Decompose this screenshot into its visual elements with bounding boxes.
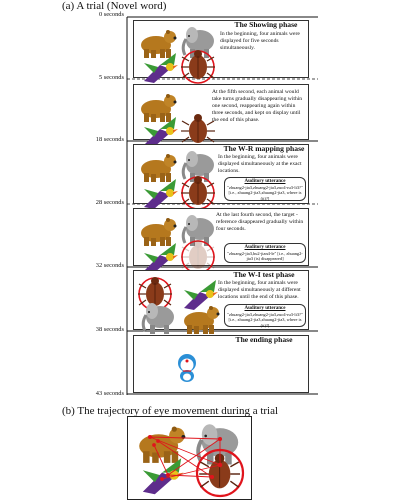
eye-trajectory-figure bbox=[127, 416, 252, 500]
showing-phase-title: The Showing phase bbox=[234, 20, 298, 29]
utterance-heading: Auditory utterance bbox=[244, 306, 286, 311]
panel-wr-1: The W-R mapping phase In the beginning, … bbox=[133, 144, 309, 210]
panel-showing-1: The Showing phase In the beginning, four… bbox=[133, 20, 309, 84]
gaze-trajectory-lines bbox=[147, 434, 223, 481]
ending-phase-title: The ending phase bbox=[235, 335, 293, 344]
utterance-text: "zhuang2-jia3,zhuang2-jia3,zuo4-ru3-li3?… bbox=[227, 312, 303, 328]
section-a-title: (a) A trial (Novel word) bbox=[62, 0, 167, 12]
tick-18: 18 seconds bbox=[95, 136, 124, 143]
wr-desc-2: At the last fourth second, the target - … bbox=[216, 212, 304, 232]
bird-image bbox=[144, 53, 178, 83]
wi-desc: In the beginning, four animals were disp… bbox=[218, 280, 301, 300]
section-b-title: (b) The trajectory of eye movement durin… bbox=[62, 405, 279, 417]
utterance-heading: Auditory utterance bbox=[244, 179, 286, 184]
bird-image bbox=[144, 179, 178, 209]
tick-28: 28 seconds bbox=[95, 199, 124, 206]
panel-wi-test: The W-I test phase In the beginning, fou… bbox=[133, 270, 309, 336]
utterance-box: Auditory utterance "zhuang2-jia3,zhuang2… bbox=[224, 304, 306, 328]
panel-ending: The ending phase bbox=[133, 335, 309, 393]
tick-0: 0 seconds bbox=[98, 11, 124, 18]
tick-32: 32 seconds bbox=[95, 262, 124, 269]
panel-wr-2: At the last fourth second, the target - … bbox=[133, 208, 309, 274]
showing-desc-1: In the beginning, four animals were disp… bbox=[220, 31, 300, 51]
tick-38: 38 seconds bbox=[95, 326, 124, 333]
elephant-image bbox=[141, 301, 176, 336]
utterance-text: "zhuang2-jia3,zhuang2-jia3,zuo4-ru3-li3?… bbox=[227, 185, 303, 201]
wi-phase-title: The W-I test phase bbox=[233, 270, 295, 279]
utterance-text: "zhuang2-jia3,bu2-jian4-le" [i.e., zhuan… bbox=[227, 251, 303, 262]
tick-5: 5 seconds bbox=[98, 74, 124, 81]
showing-desc-2: At the fifth second, each animal would t… bbox=[212, 89, 303, 123]
beetle-image bbox=[180, 49, 216, 84]
wr-phase-title: The W-R mapping phase bbox=[223, 144, 305, 153]
utterance-heading: Auditory utterance bbox=[244, 245, 286, 250]
tick-43: 43 seconds bbox=[95, 390, 124, 397]
cartoon-character-image bbox=[178, 354, 196, 382]
utterance-box: Auditory utterance "zhuang2-jia3,zhuang2… bbox=[224, 177, 306, 201]
wr-desc-1: In the beginning, four animals were disp… bbox=[218, 154, 302, 174]
panel-showing-2: At the fifth second, each animal would t… bbox=[133, 84, 309, 147]
utterance-box: Auditory utterance "zhuang2-jia3,bu2-jia… bbox=[224, 243, 306, 263]
beetle-image bbox=[180, 175, 216, 210]
